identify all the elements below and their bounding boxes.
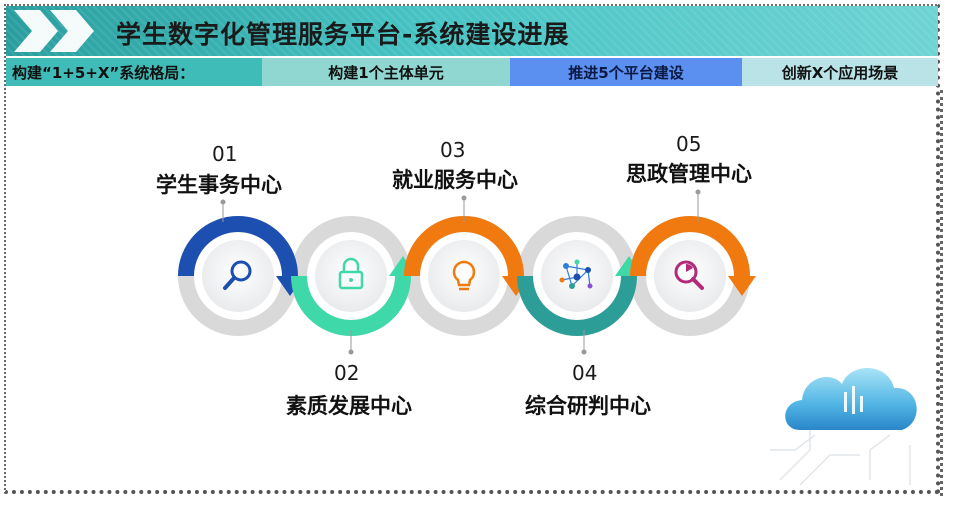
center-number-02: 02 <box>334 361 360 385</box>
structure-heading: 构建“1+5+X”系统格局： <box>6 58 262 86</box>
center-number-04: 04 <box>572 361 598 385</box>
structure-item-unit: 构建1个主体单元 <box>262 58 510 86</box>
center-label-02: 素质发展中心 <box>286 394 412 418</box>
structure-bar: 构建“1+5+X”系统格局： 构建1个主体单元 推进5个平台建设 创新X个应用场… <box>6 58 938 86</box>
magnifier-chart-icon <box>674 260 704 290</box>
center-label-01: 学生事务中心 <box>156 173 282 197</box>
lock-icon <box>338 257 364 290</box>
search-icon <box>223 260 252 290</box>
title-bar: 学生数字化管理服务平台-系统建设进展 <box>6 6 938 56</box>
page-title: 学生数字化管理服务平台-系统建设进展 <box>116 20 570 49</box>
center-label-03: 就业服务中心 <box>392 168 518 192</box>
arc-05 <box>630 216 756 296</box>
center-label-04: 综合研判中心 <box>525 394 651 418</box>
lightbulb-icon <box>452 260 476 291</box>
network-icon <box>559 259 593 289</box>
structure-item-platforms: 推进5个平台建设 <box>510 58 742 86</box>
cloud-icon <box>770 367 917 486</box>
center-label-05: 思政管理中心 <box>626 162 752 186</box>
center-number-05: 05 <box>676 132 702 156</box>
frame-shadow <box>940 90 949 496</box>
chevron-right-icon <box>14 10 94 52</box>
structure-item-scenarios: 创新X个应用场景 <box>742 58 938 86</box>
center-number-03: 03 <box>440 138 466 162</box>
center-number-01: 01 <box>212 142 238 166</box>
connectors <box>220 189 701 355</box>
